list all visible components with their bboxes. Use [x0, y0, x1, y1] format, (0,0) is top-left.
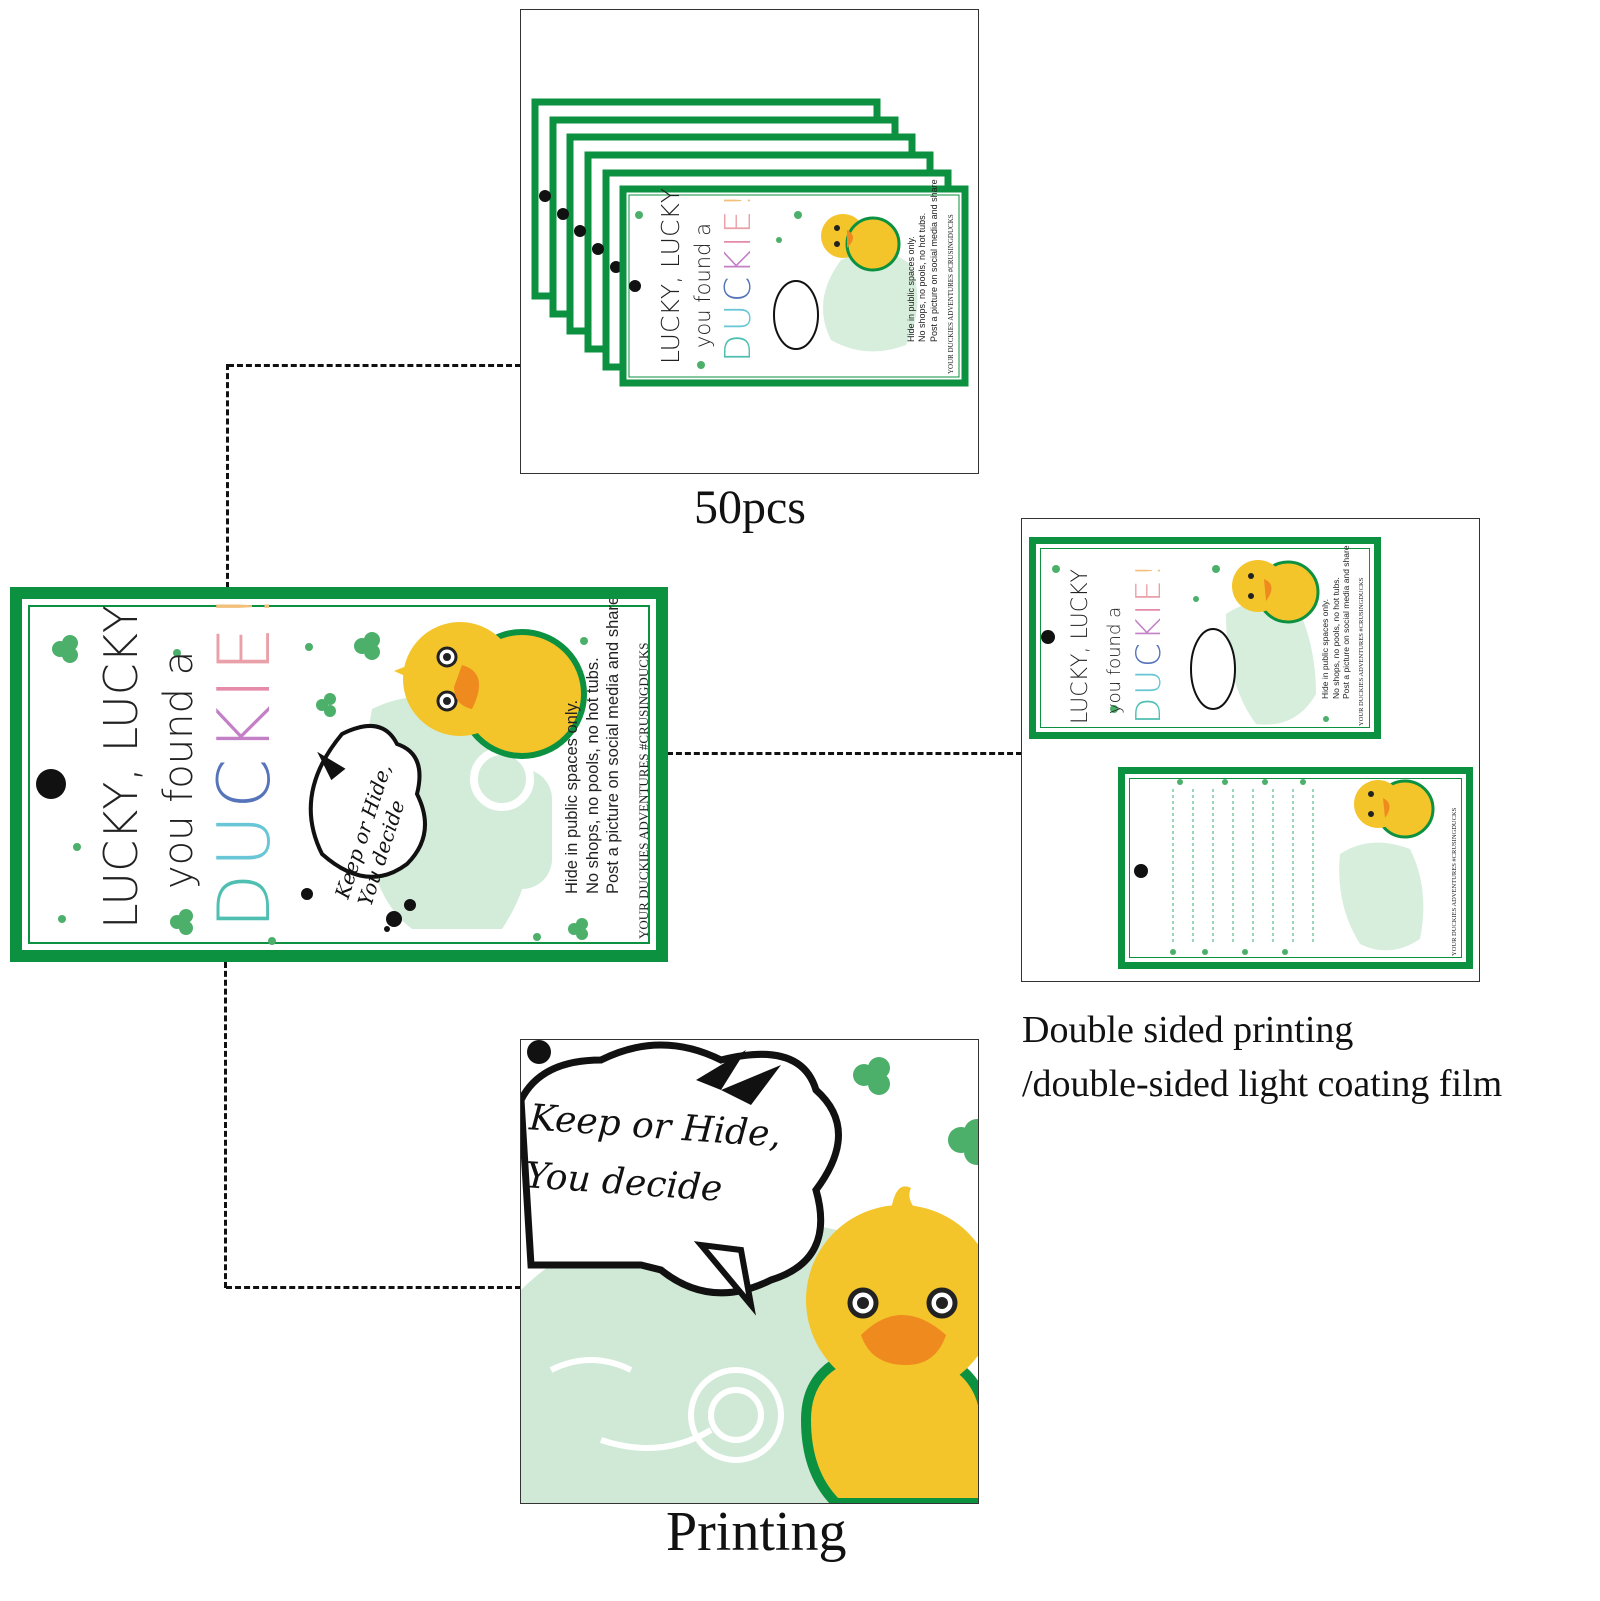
back-side-hashtag: YOUR DUCKIES ADVENTURES #CRUSINGDUCKS — [1451, 807, 1458, 956]
connector-to-double-sided — [667, 752, 1022, 755]
main-card-title: LUCKY, LUCKY — [94, 604, 148, 929]
main-card-duckie: DUCKIE! — [202, 587, 286, 929]
front-side-inner-border — [1040, 548, 1370, 728]
speech-bubble-icon — [521, 1041, 842, 1316]
printing-frame: Keep or Hide, You decide — [520, 1039, 979, 1504]
card-stack — [531, 98, 969, 387]
back-side-art — [1170, 779, 1435, 955]
connector-to-printing-vertical — [224, 962, 227, 1288]
front-side-hole — [1041, 630, 1055, 644]
pack-card-title: LUCKY, LUCKY — [656, 187, 685, 364]
back-side-card: YOUR DUCKIES ADVENTURES #CRUSINGDUCKS — [1118, 767, 1473, 969]
front-side-rules: Hide in public spaces only.No shops, no … — [1320, 545, 1352, 699]
double-sided-caption-line2: /double-sided light coating film — [1022, 1063, 1503, 1105]
main-card-inner-border — [28, 605, 650, 944]
front-side-hashtag: YOUR DUCKIES ADVENTURES #CRUSINGDUCKS — [1358, 577, 1365, 726]
main-card-hashtag: YOUR DUCKIES ADVENTURES #CRUSINGDUCKS — [636, 642, 651, 940]
speech-bubble-icon — [308, 724, 427, 879]
double-sided-caption-line1: Double sided printing — [1022, 1009, 1354, 1051]
back-side-hole — [1134, 864, 1148, 878]
front-side-card: LUCKY, LUCKY you found a DUCKIE! Hide in… — [1029, 537, 1381, 739]
pack-card-subtitle: you found a — [691, 223, 715, 348]
printing-bubble-text: Keep or Hide, You decide — [523, 1097, 783, 1210]
front-side-duckie: DUCKIE! — [1129, 560, 1169, 724]
main-card-subtitle: you found a — [156, 650, 202, 889]
duck-icon — [394, 622, 587, 759]
main-card-hole — [36, 769, 66, 799]
printing-caption: Printing — [666, 1501, 847, 1563]
pack-frame: LUCKY, LUCKY you found a DUCKIE! Hide in… — [520, 9, 979, 474]
duck-icon — [800, 1186, 978, 1503]
front-side-subtitle: you found a — [1104, 606, 1125, 714]
connector-to-printing — [226, 1286, 521, 1289]
back-side-inner-border — [1129, 778, 1462, 958]
front-side-title: LUCKY, LUCKY — [1068, 569, 1093, 724]
pack-card-rules: Hide in public spaces only.No shops, no … — [906, 179, 939, 342]
front-side-art — [1052, 560, 1329, 725]
main-card: LUCKY, LUCKY you found a DUCKIE! Keep or… — [10, 587, 668, 962]
connector-to-pack-vertical — [226, 364, 229, 588]
clover-icon — [52, 632, 588, 940]
pack-card-duckie: DUCKIE! — [718, 190, 759, 362]
double-sided-frame: LUCKY, LUCKY you found a DUCKIE! Hide in… — [1021, 518, 1480, 982]
pack-card-hashtag: YOUR DUCKIES ADVENTURES #CRUSINGDUCKS — [947, 214, 955, 374]
connector-to-pack — [228, 364, 521, 367]
main-card-rules: Hide in public spaces only.No shops, no … — [563, 595, 623, 894]
pack-caption: 50pcs — [694, 481, 806, 534]
printing-detail-art — [521, 1040, 978, 1503]
main-card-art — [52, 622, 588, 945]
clover-icon — [853, 1057, 978, 1165]
